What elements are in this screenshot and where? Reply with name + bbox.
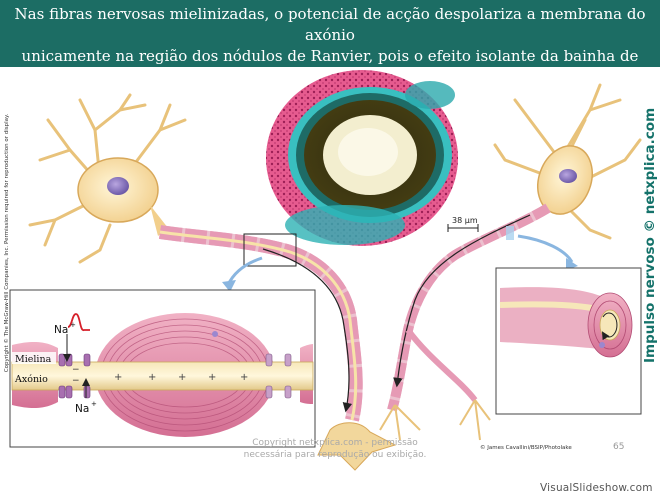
side-title: Impulso nervoso © netxplica.com bbox=[642, 107, 658, 363]
right-zoom-marker bbox=[506, 226, 514, 240]
charge-plus-3: + bbox=[178, 372, 186, 383]
right-axon-terminals bbox=[379, 399, 491, 441]
na-top-label: Na bbox=[54, 324, 68, 336]
na-bottom-label: Na bbox=[75, 403, 89, 415]
right-myelinated-axon bbox=[387, 203, 551, 412]
watermark-line-2: necessária para reprodução ou exibição. bbox=[243, 450, 427, 460]
vertical-copyright: Copyright © The McGraw-Hill Companies, I… bbox=[4, 113, 10, 373]
micrograph bbox=[266, 70, 458, 246]
charge-minus-2: − bbox=[72, 365, 80, 375]
left-neuron-nucleus bbox=[107, 177, 129, 195]
mielina-label: Mielina bbox=[15, 354, 52, 365]
watermark-line-1: Copyright netxplica.com - permissão bbox=[252, 438, 418, 448]
charge-plus-4: + bbox=[208, 372, 216, 383]
schwann-nucleus bbox=[212, 331, 218, 337]
charge-plus-1: + bbox=[114, 372, 122, 383]
charge-plus-5: + bbox=[240, 372, 248, 383]
left-myelinated-axon bbox=[158, 225, 363, 422]
left-axon-terminal bbox=[317, 422, 397, 471]
node-channels-right bbox=[265, 353, 292, 399]
axonio-label: Axónio bbox=[14, 374, 48, 385]
inset-right bbox=[495, 267, 642, 415]
right-neuron-nucleus bbox=[559, 169, 577, 183]
axon-band bbox=[11, 361, 314, 391]
charge-minus-1: − bbox=[72, 376, 80, 386]
charge-plus-2: + bbox=[148, 372, 156, 383]
brand-footer[interactable]: VisualSlideshow.com bbox=[540, 482, 653, 494]
inset-left: Na + Na + Mielina Axónio − − + + + + + + bbox=[9, 289, 316, 448]
scale-label: 38 µm bbox=[452, 216, 478, 225]
zoom-callout-box bbox=[243, 233, 297, 267]
photo-credit: © James Cavallini/BSIP/Photolake bbox=[480, 445, 572, 451]
na-bottom-superscript: + bbox=[91, 400, 97, 408]
scale-bar: 38 µm bbox=[447, 216, 479, 232]
caption-line-1: Nas fibras nervosas mielinizadas, o pote… bbox=[14, 5, 646, 44]
zoom-arrow-right bbox=[517, 234, 574, 263]
right-neuron-dendrites bbox=[493, 83, 642, 240]
slide-number: 65 bbox=[613, 442, 625, 452]
watermark: Copyright netxplica.com - permissão nece… bbox=[225, 437, 445, 461]
action-potential-spike bbox=[67, 313, 90, 331]
na-top-superscript: + bbox=[70, 321, 76, 329]
